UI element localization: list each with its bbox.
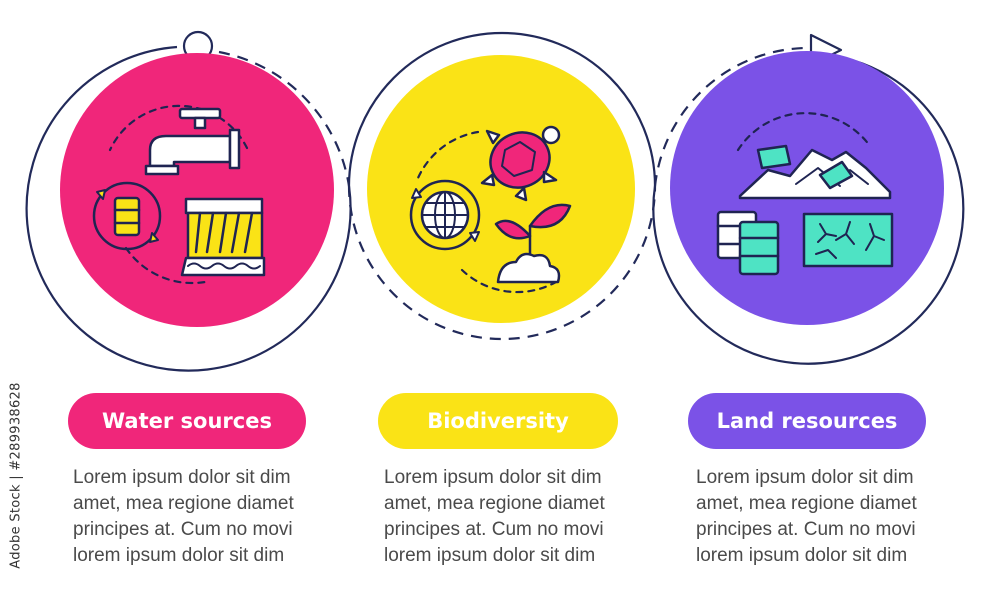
- description-line: Lorem ipsum dolor sit dim: [73, 467, 291, 488]
- description-line: lorem ipsum dolor sit dim: [696, 545, 908, 566]
- step-label-water: Water sources: [68, 393, 306, 449]
- description-line: lorem ipsum dolor sit dim: [73, 545, 285, 566]
- step-description-land: Lorem ipsum dolor sit dim amet, mea regi…: [696, 465, 946, 569]
- step-label-biodiversity: Biodiversity: [378, 393, 618, 449]
- description-line: principes at. Cum no movi: [384, 519, 604, 540]
- ring-1-dashed: [218, 50, 351, 187]
- ring-1-solid: [25, 45, 352, 372]
- step-label-land-text: Land resources: [716, 409, 898, 433]
- biodiversity-icon: [409, 125, 572, 294]
- ring-2-dashed: [347, 185, 657, 341]
- ring-2-solid: [347, 31, 657, 187]
- description-line: amet, mea regione diamet: [73, 493, 294, 514]
- ring-3-dashed: [653, 46, 806, 187]
- description-line: amet, mea regione diamet: [384, 493, 605, 514]
- description-line: principes at. Cum no movi: [696, 519, 916, 540]
- step-label-water-text: Water sources: [102, 409, 272, 433]
- description-line: Lorem ipsum dolor sit dim: [696, 467, 914, 488]
- land-resources-icon: [716, 112, 894, 276]
- water-sources-icon: [92, 104, 266, 285]
- water-circle: [60, 53, 334, 327]
- ring-3-solid: [652, 58, 965, 365]
- description-line: amet, mea regione diamet: [696, 493, 917, 514]
- biodiversity-circle: [367, 55, 635, 323]
- description-line: Lorem ipsum dolor sit dim: [384, 467, 602, 488]
- step-label-biodiversity-text: Biodiversity: [427, 409, 569, 433]
- step-description-water: Lorem ipsum dolor sit dim amet, mea regi…: [73, 465, 323, 569]
- stock-watermark-text: Adobe Stock | #289938628: [8, 381, 24, 569]
- step-label-land: Land resources: [688, 393, 926, 449]
- flow-ring-lines: [25, 31, 965, 372]
- description-line: principes at. Cum no movi: [73, 519, 293, 540]
- step-description-biodiversity: Lorem ipsum dolor sit dim amet, mea regi…: [384, 465, 634, 569]
- description-line: lorem ipsum dolor sit dim: [384, 545, 596, 566]
- stock-watermark: Adobe Stock | #289938628: [5, 355, 27, 595]
